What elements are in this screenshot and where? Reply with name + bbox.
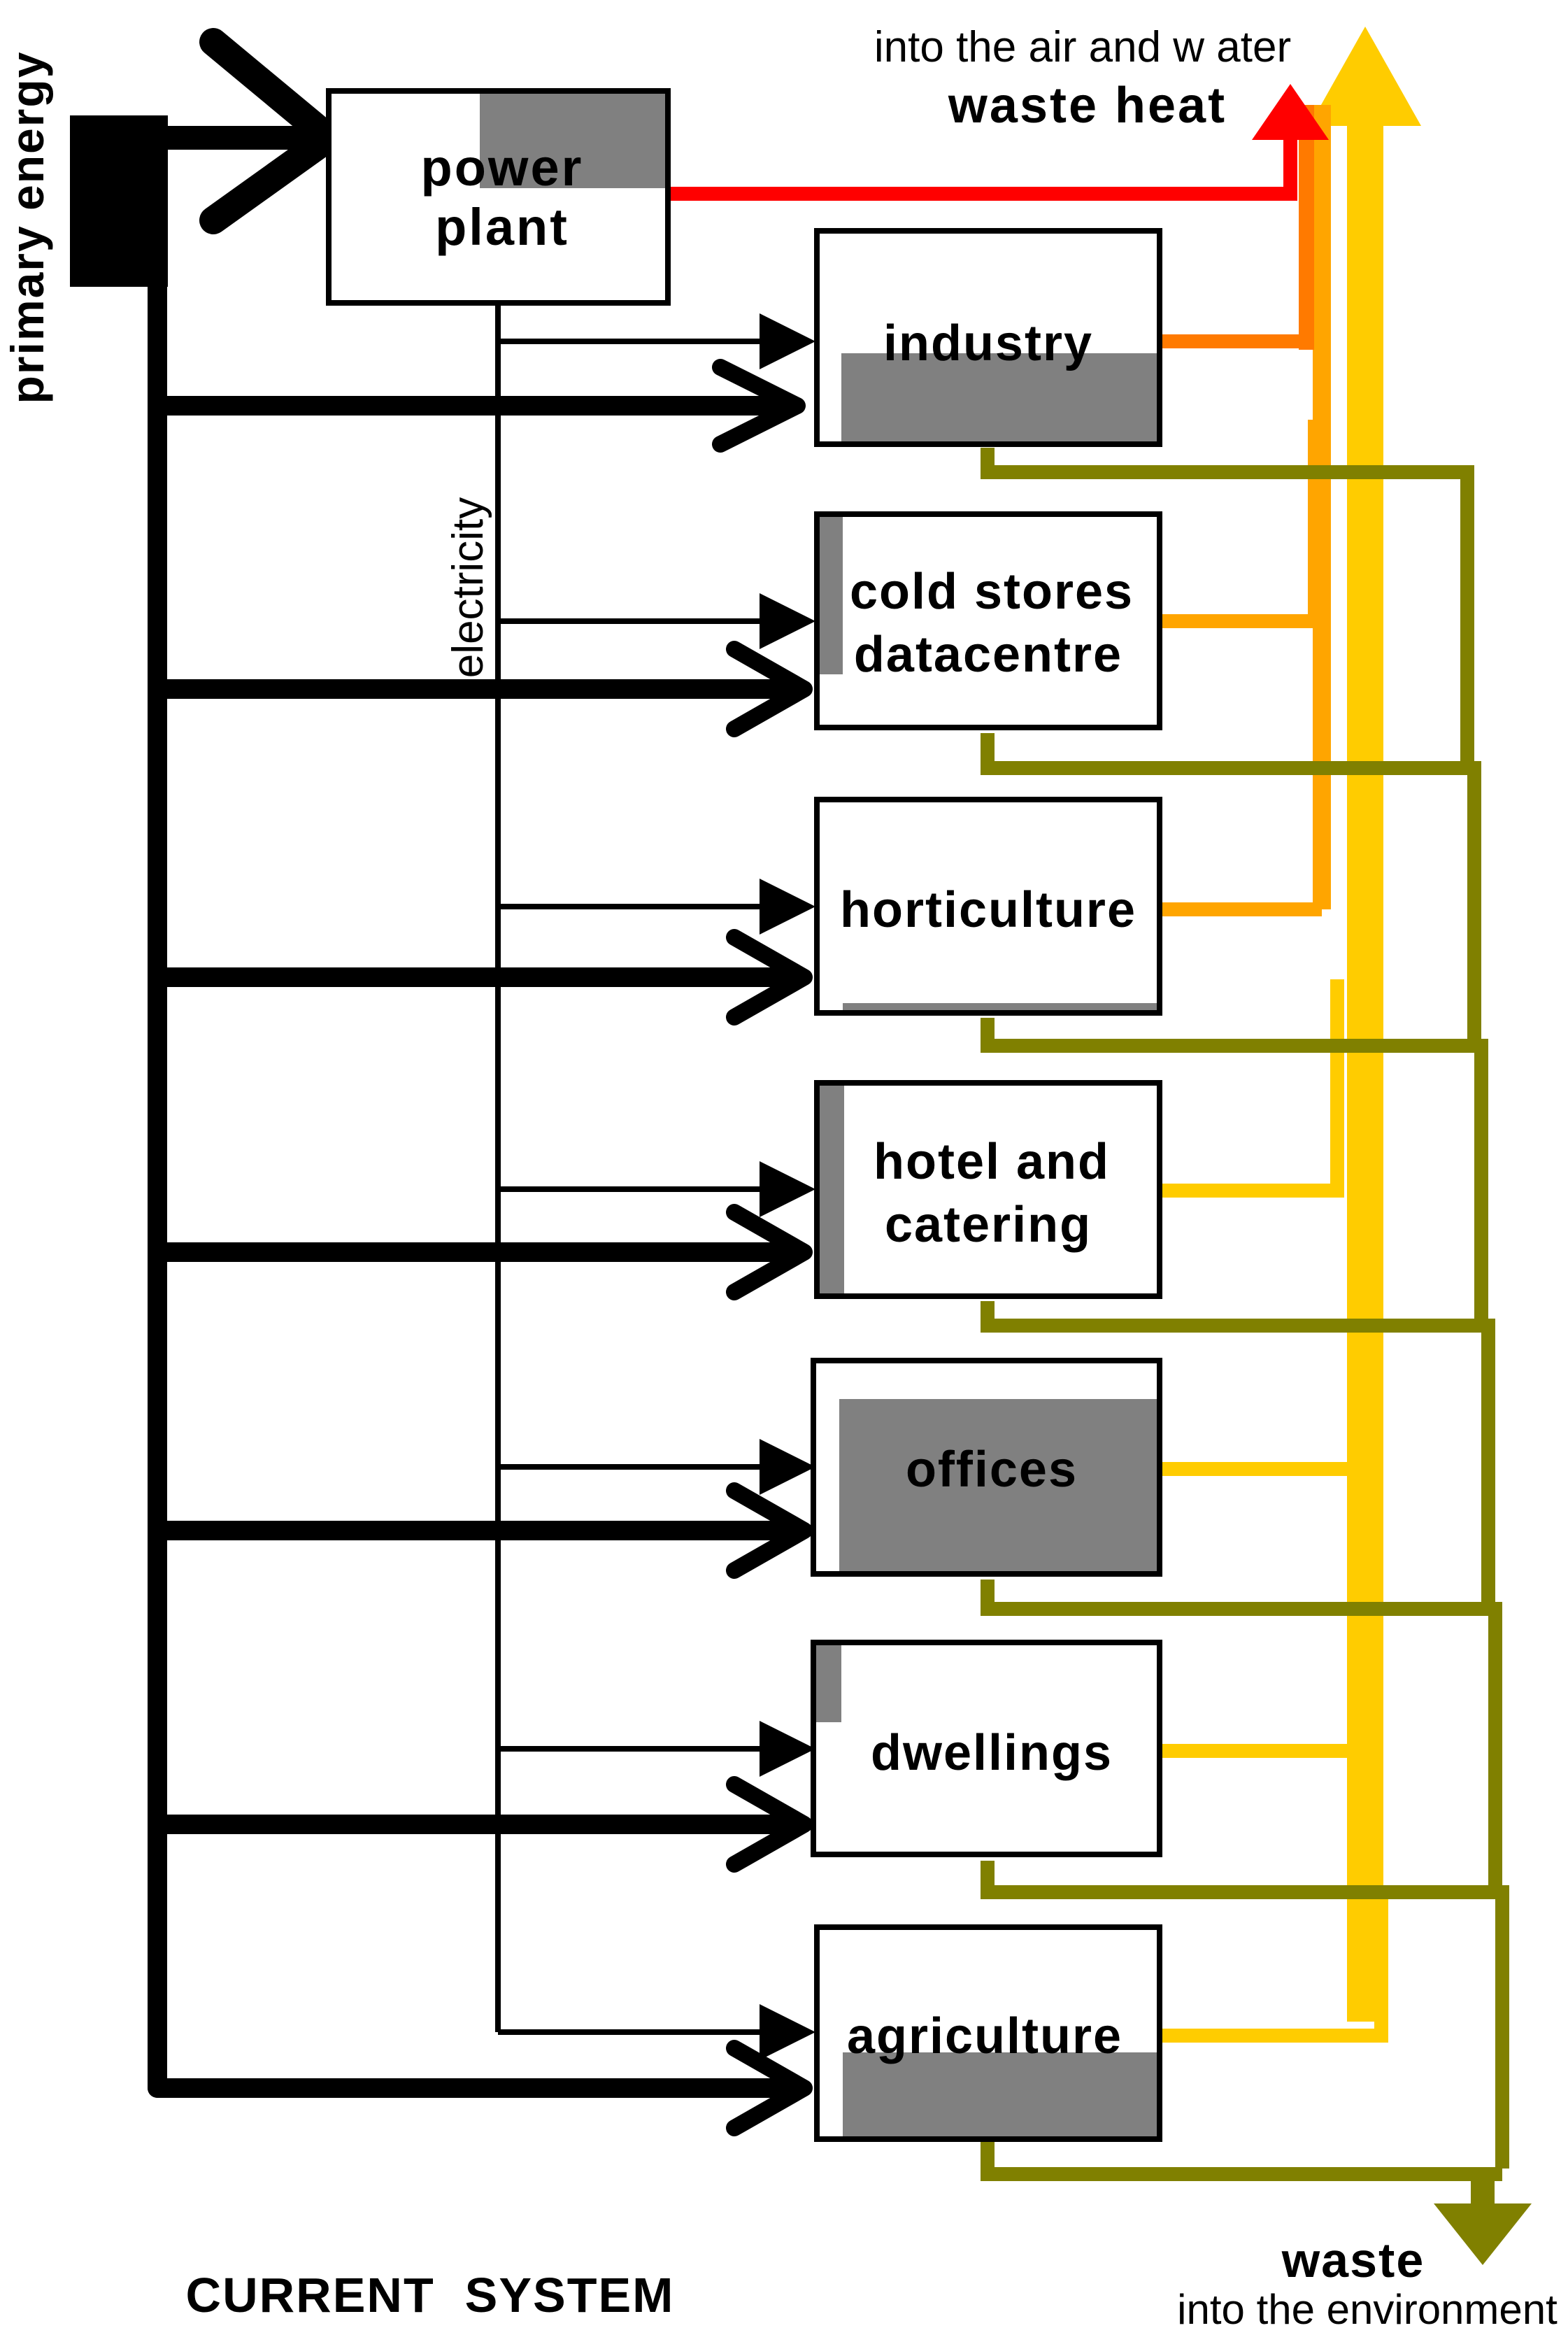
sector-fill (820, 1086, 844, 1293)
sector-agriculture: agriculture (814, 1924, 1162, 2142)
sector-fill (843, 1003, 1157, 1010)
primary-energy-lines (145, 28, 813, 2136)
power-plant-label-line2: plant (435, 198, 569, 256)
sector-label: catering (885, 1197, 1092, 1253)
power-plant-label-line1: power (421, 139, 584, 197)
waste-lines (981, 448, 1509, 2181)
waste-heat-sublabel: into the air and w ater (874, 23, 1291, 71)
sector-dwellings: dwellings (811, 1640, 1162, 1857)
power-plant-fill (480, 94, 665, 188)
waste-heat-yellow-arrow (1309, 27, 1421, 2022)
sector-industry: industry (814, 228, 1162, 447)
sector-label: industry (883, 315, 1093, 371)
waste-label: waste (1281, 2233, 1425, 2287)
sector-label: datacentre (854, 627, 1122, 683)
sector-fill (839, 1399, 1157, 1571)
sector-label: hotel and (874, 1134, 1110, 1190)
power-plant-box: power plant (326, 88, 671, 306)
sector-cold-stores-datacentre: cold stores datacentre (814, 511, 1162, 730)
sector-horticulture: horticulture (814, 797, 1162, 1016)
sector-offices: offices (811, 1358, 1162, 1577)
sector-hotel-and-catering: hotel and catering (814, 1080, 1162, 1299)
electricity-label: electricity (444, 497, 492, 678)
sector-label: horticulture (840, 882, 1136, 938)
sector-label: cold stores (850, 564, 1134, 620)
waste-arrow (1434, 2169, 1532, 2265)
sector-fill (841, 353, 1157, 441)
sector-fill (843, 2052, 1157, 2136)
electricity-lines (495, 303, 815, 2060)
waste-heat-red-arrow (668, 84, 1329, 201)
sector-fill (820, 517, 843, 674)
sector-label: offices (906, 1442, 1078, 1498)
waste-heat-label: waste heat (948, 78, 1227, 134)
sector-label: dwellings (871, 1725, 1113, 1781)
sector-label: agriculture (847, 2008, 1122, 2064)
waste-sublabel: into the environment (1177, 2286, 1558, 2328)
sector-fill (816, 1645, 841, 1722)
primary-energy-label: primary energy (1, 51, 53, 404)
system-title: CURRENT SYSTEM (186, 2268, 675, 2322)
